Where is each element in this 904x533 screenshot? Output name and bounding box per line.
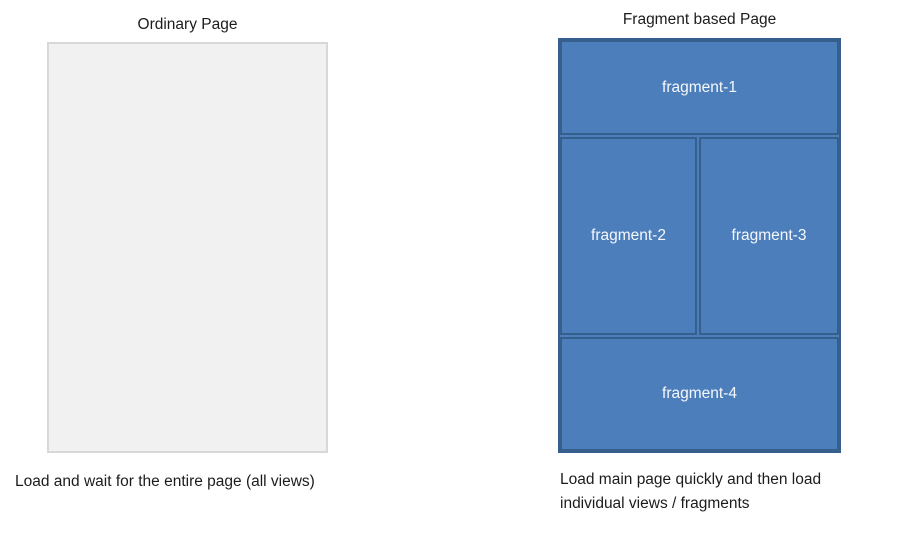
fragment-page-caption-line-2: individual views / fragments: [560, 495, 750, 512]
fragment-4-box: fragment-4: [560, 337, 839, 451]
fragment-page-title: Fragment based Page: [622, 11, 777, 28]
fragment-2-box: fragment-2: [560, 137, 697, 335]
fragment-page-container: fragment-1 fragment-2 fragment-3 fragmen…: [558, 38, 841, 453]
ordinary-page-caption: Load and wait for the entire page (all v…: [15, 473, 315, 490]
ordinary-page-shape: [47, 42, 328, 453]
ordinary-page-title: Ordinary Page: [137, 16, 238, 33]
fragment-page-caption-line-1: Load main page quickly and then load: [560, 471, 822, 488]
fragment-middle-row: fragment-2 fragment-3: [560, 137, 839, 335]
fragment-1-box: fragment-1: [560, 40, 839, 135]
fragment-3-box: fragment-3: [699, 137, 839, 335]
fragment-page-caption: Load main page quickly and then load ind…: [560, 468, 821, 516]
